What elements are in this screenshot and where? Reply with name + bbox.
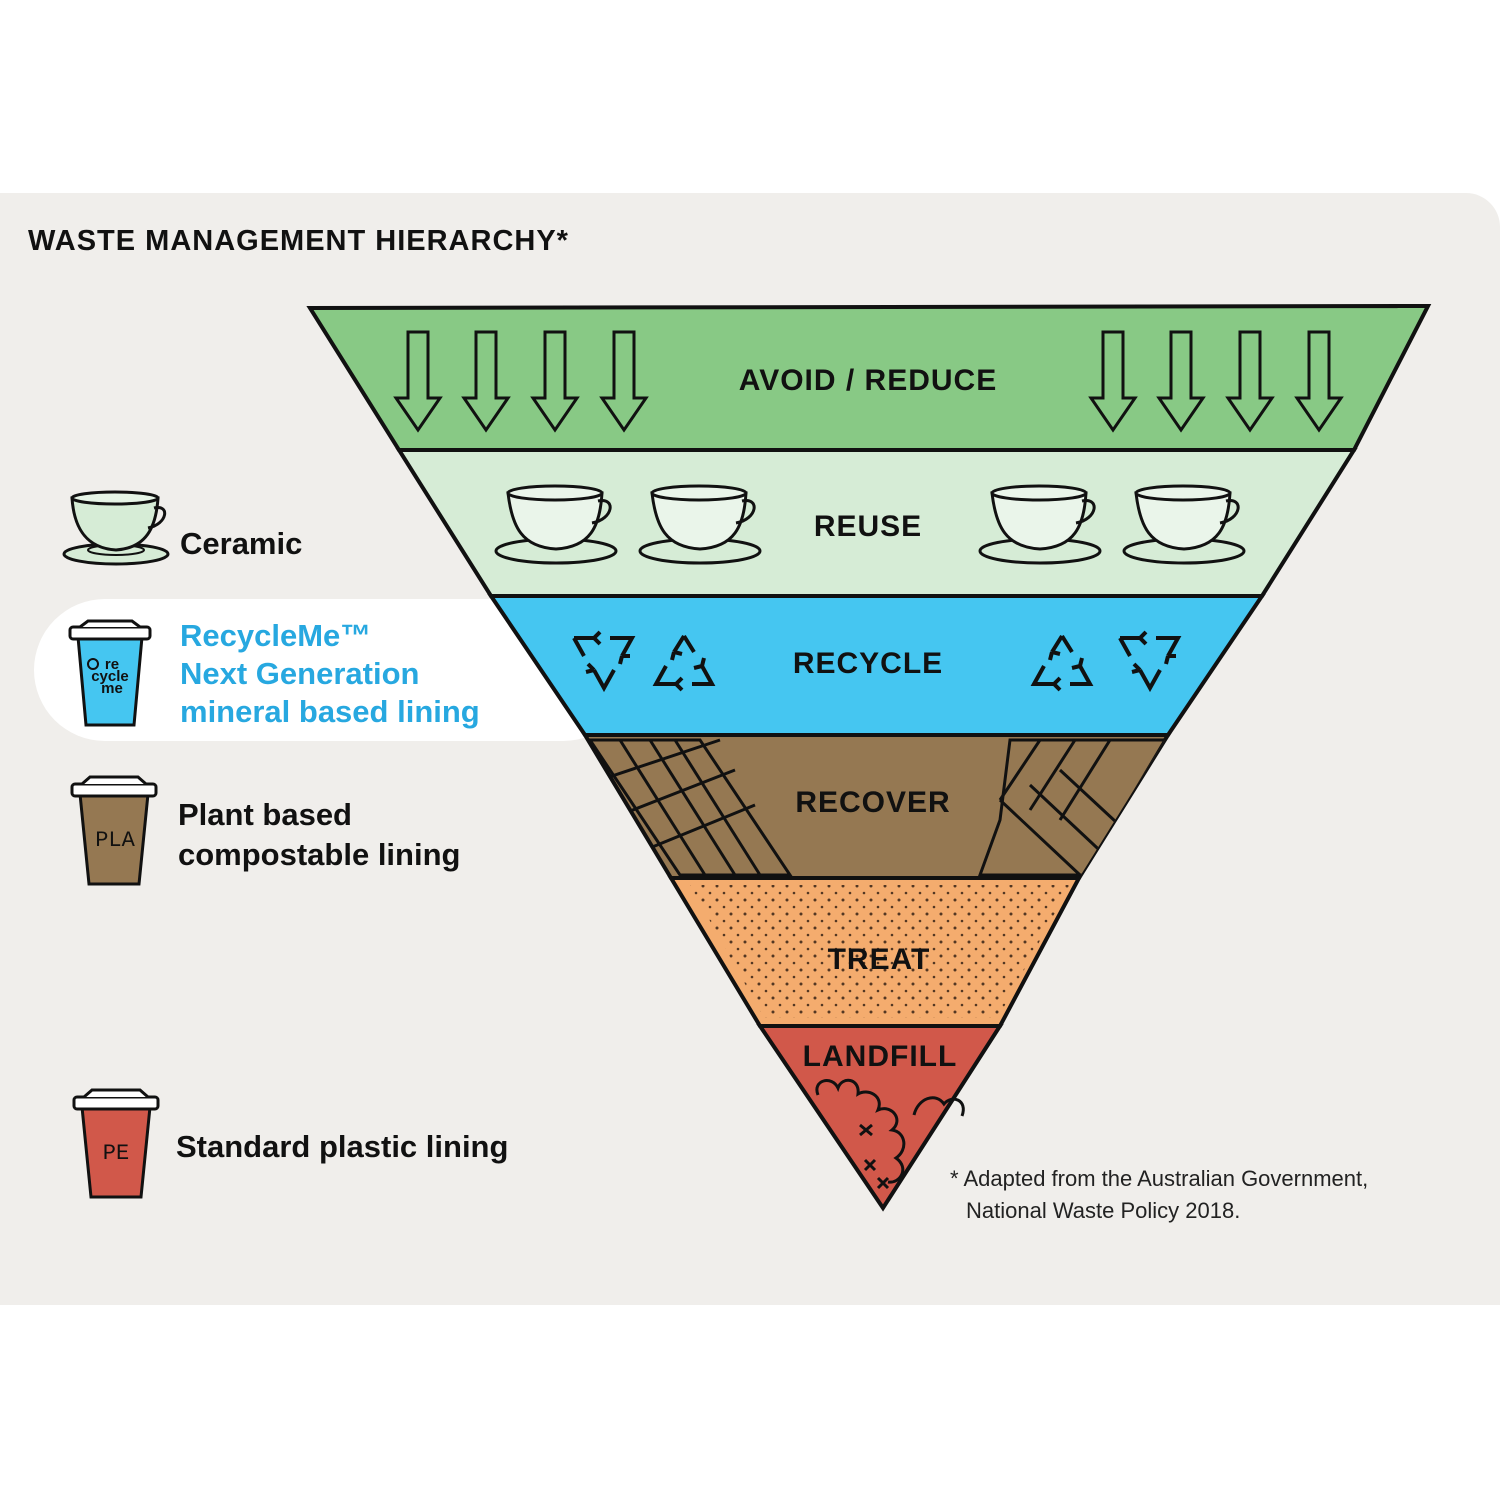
legend-pla-label: Plant based compostable lining	[178, 797, 461, 872]
footnote: * Adapted from the Australian Government…	[950, 1163, 1368, 1227]
down-arrow-icon	[1294, 330, 1344, 433]
pe-cup-text: PE	[103, 1141, 129, 1166]
tier-label-recycle: RECYCLE	[793, 647, 943, 680]
tier-label-avoid-reduce: AVOID / REDUCE	[739, 364, 997, 397]
recycleme-cup-text-re: re	[105, 656, 119, 673]
pe-cup-icon: PE	[72, 1088, 160, 1199]
cup-icon	[494, 484, 618, 565]
legend-pe-label: Standard plastic lining	[176, 1129, 509, 1164]
recover-texture-right	[977, 738, 1168, 877]
recycle-icon	[1118, 630, 1182, 693]
recycleme-cup-icon: re cycle me	[68, 619, 152, 727]
down-arrow-icon	[1225, 330, 1275, 433]
recycleme-cup-text-me: me	[101, 680, 123, 697]
footnote-line-2: National Waste Policy 2018.	[966, 1198, 1241, 1223]
ceramic-cup-icon	[62, 490, 170, 566]
pla-cup-icon: PLA	[70, 775, 158, 886]
recycleme-cup-text-cycle: cycle	[91, 668, 129, 685]
recover-texture-left	[587, 738, 793, 877]
cup-icon	[1122, 484, 1246, 565]
recycle-symbols	[572, 630, 1182, 693]
tier-landfill	[756, 1024, 1004, 1212]
avoid-arrows	[393, 330, 1344, 433]
cup-icon	[638, 484, 762, 565]
recycle-icon	[1030, 634, 1094, 692]
recycle-icon	[652, 634, 716, 692]
down-arrow-icon	[599, 330, 649, 433]
down-arrow-icon	[1156, 330, 1206, 433]
recycle-icon	[572, 630, 636, 693]
tier-label-landfill: LANDFILL	[803, 1040, 958, 1073]
down-arrow-icon	[393, 330, 443, 433]
diagram-title: WASTE MANAGEMENT HIERARCHY*	[28, 225, 569, 257]
cup-icon	[978, 484, 1102, 565]
footnote-line-1: * Adapted from the Australian Government…	[950, 1166, 1369, 1191]
down-arrow-icon	[530, 330, 580, 433]
down-arrow-icon	[1088, 330, 1138, 433]
treat-texture	[690, 885, 1070, 1018]
tier-label-reuse: REUSE	[814, 510, 922, 543]
legend-recycleme-label: RecycleMe™ Next Generation mineral based…	[180, 618, 480, 729]
tier-label-treat: TREAT	[828, 943, 931, 976]
down-arrow-icon	[461, 330, 511, 433]
legend-ceramic-label: Ceramic	[180, 526, 303, 561]
pla-cup-text: PLA	[95, 828, 135, 853]
tier-label-recover: RECOVER	[795, 786, 950, 819]
reuse-cups	[494, 484, 1246, 565]
landfill-texture	[815, 1078, 965, 1190]
